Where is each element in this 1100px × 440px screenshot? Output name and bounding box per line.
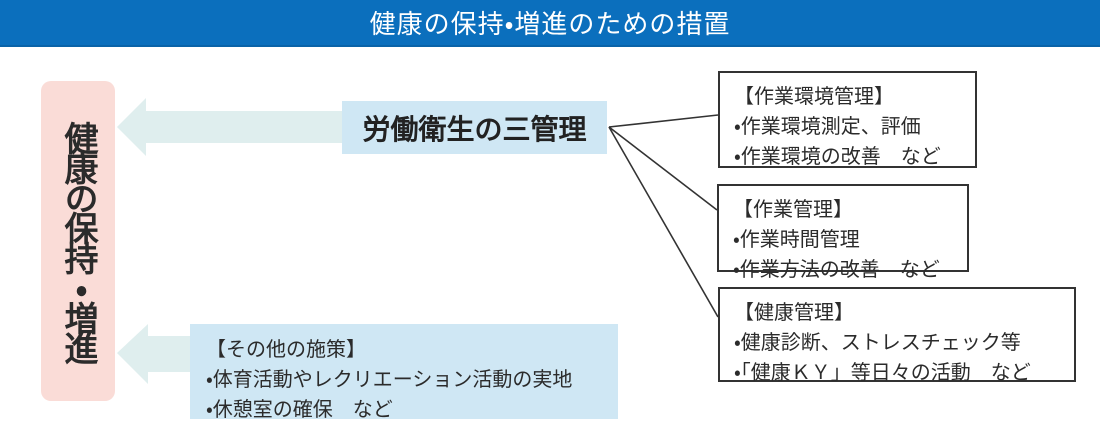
connector-line-work-environment <box>608 114 719 128</box>
detail-box-work-environment-management: 【作業環境管理】 ・作業環境測定、評価 ・作業環境の改善 など <box>718 71 977 168</box>
connector-line-work-management <box>608 126 718 211</box>
detail-box-title: 【作業管理】 <box>733 199 853 221</box>
detail-box-item: ・作業時間管理 <box>733 229 860 251</box>
detail-box-item: ・健康診断、ストレスチェック等 <box>734 332 1021 354</box>
goal-box-health-maintenance: 健康の保持・増進 <box>41 81 115 401</box>
other-measures-item: ・休憩室の確保 など <box>206 399 393 421</box>
detail-box-item: ・「健康ＫＹ」等日々の活動 など <box>734 362 1031 384</box>
detail-box-health-management: 【健康管理】 ・健康診断、ストレスチェック等 ・「健康ＫＹ」等日々の活動 など <box>718 287 1076 384</box>
page-title: 健康の保持・増進のための措置 <box>369 9 731 39</box>
other-measures-item: ・体育活動やレクリエーション活動の実地 <box>206 369 573 391</box>
detail-box-item: ・作業方法の改善 など <box>733 259 940 281</box>
header-bar: 健康の保持・増進のための措置 <box>0 0 1100 47</box>
connector-line-health-management <box>608 126 719 318</box>
hub-box-label: 労働衛生の三管理 <box>362 113 587 145</box>
detail-box-title: 【作業環境管理】 <box>734 86 894 108</box>
goal-box-label: 健康の保持・増進 <box>59 121 97 361</box>
detail-box-item: ・作業環境の改善 など <box>734 146 941 168</box>
left-arrow-icon-bottom <box>117 324 190 384</box>
other-measures-box: 【その他の施策】 ・体育活動やレクリエーション活動の実地 ・休憩室の確保 など <box>190 324 618 421</box>
detail-box-title: 【健康管理】 <box>734 302 854 324</box>
hub-box-three-managements: 労働衛生の三管理 <box>342 101 607 154</box>
detail-box-item: ・作業環境測定、評価 <box>734 116 921 138</box>
left-arrow-icon-top <box>117 98 342 156</box>
other-measures-title: 【その他の施策】 <box>206 339 366 361</box>
detail-box-work-management: 【作業管理】 ・作業時間管理 ・作業方法の改善 など <box>717 184 969 281</box>
